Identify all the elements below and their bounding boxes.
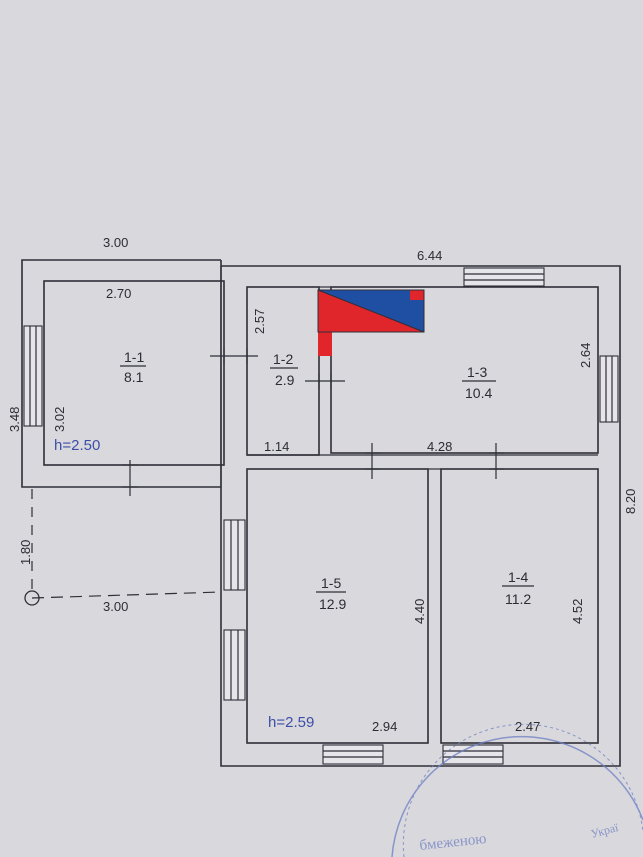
- dim-top-left-width: 3.00: [103, 235, 128, 250]
- dim-top-right-width: 6.44: [417, 248, 442, 263]
- dim-room15-height: 4.40: [412, 599, 427, 624]
- outer-walls: [21, 259, 621, 767]
- room-id: 1-3: [467, 364, 487, 380]
- window-right: [599, 355, 619, 423]
- window-left: [23, 325, 43, 427]
- window-bottom-15: [322, 744, 384, 765]
- window-top: [463, 267, 545, 287]
- dim-right-outer-height: 8.20: [623, 489, 638, 514]
- dim-room13-width: 4.28: [427, 439, 452, 454]
- doors: [122, 286, 598, 496]
- room-1-2-label: 1-2 2.9: [270, 351, 298, 388]
- porch-dimension: [24, 489, 222, 606]
- room-area: 2.9: [275, 372, 295, 388]
- dim-porch-depth: 1.80: [18, 540, 33, 565]
- axis-marker-icon: [24, 590, 40, 606]
- dim-room12-height: 2.57: [252, 309, 267, 334]
- window-bottom-14: [442, 744, 504, 765]
- dim-room14-width: 2.47: [515, 719, 540, 734]
- windows: [23, 267, 619, 765]
- room-id: 1-5: [321, 575, 341, 591]
- room-id: 1-1: [124, 349, 144, 365]
- window-room15-lower: [223, 629, 246, 701]
- room-area: 8.1: [124, 369, 144, 385]
- dim-room11-width: 2.70: [106, 286, 131, 301]
- stove-symbol: [317, 289, 425, 356]
- room-area: 12.9: [319, 596, 346, 612]
- room-id: 1-4: [508, 569, 528, 585]
- room-id: 1-2: [273, 351, 293, 367]
- dim-room15-width: 2.94: [372, 719, 397, 734]
- room-1-1-label: 1-1 8.1: [120, 349, 146, 385]
- window-room15-upper: [223, 519, 246, 591]
- room-1-4-label: 1-4 11.2: [502, 569, 534, 607]
- room-area: 11.2: [505, 591, 531, 607]
- room-1-3-label: 1-3 10.4: [462, 364, 496, 401]
- ceiling-height-2: h=2.59: [268, 714, 314, 731]
- dim-porch-width: 3.00: [103, 599, 128, 614]
- stamp-text-2: Украї: [589, 820, 620, 841]
- dim-room11-height: 3.02: [52, 407, 67, 432]
- stamp-text-1: бмеженою: [419, 831, 488, 854]
- dim-left-outer-height: 3.48: [7, 407, 22, 432]
- dim-room13-height: 2.64: [578, 343, 593, 368]
- room-area: 10.4: [465, 385, 492, 401]
- room-1-5-label: 1-5 12.9: [316, 575, 346, 612]
- dim-room14-height: 4.52: [570, 599, 585, 624]
- ceiling-height-1: h=2.50: [54, 437, 100, 454]
- dim-room12-width: 1.14: [264, 439, 289, 454]
- stamp-seal: бмеженою Украї: [391, 723, 643, 857]
